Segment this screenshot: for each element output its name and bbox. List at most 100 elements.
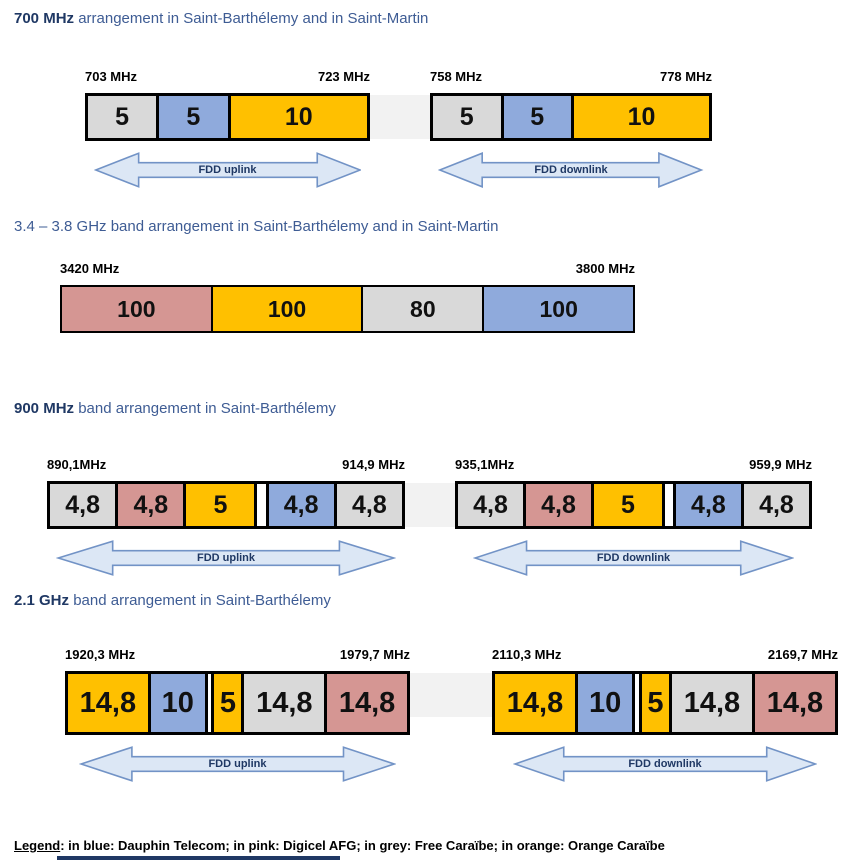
freq-labels: 3420 MHz 3800 MHz: [60, 261, 635, 279]
spectrum-block-orange: 5: [641, 674, 672, 732]
section-title-2100mhz: 2.1 GHz band arrangement in Saint-Barthé…: [14, 592, 850, 609]
fdd-arrow-label: FDD uplink: [196, 552, 256, 564]
section-2100mhz: 2.1 GHz band arrangement in Saint-Barthé…: [14, 592, 850, 783]
double-arrow-icon: [473, 539, 794, 577]
double-arrow-icon: [513, 745, 817, 783]
spectrum-block-pink: 14,8: [327, 674, 407, 732]
spectrum-block-grey: 4,8: [50, 484, 119, 526]
footer-navy-bar: [57, 856, 340, 860]
spectrum-block-grey: 4,8: [458, 484, 527, 526]
freq-labels: 703 MHz 723 MHz: [85, 69, 370, 87]
freq-labels: 890,1MHz 914,9 MHz: [47, 457, 405, 475]
legend-label: Legend: [14, 838, 61, 853]
spectrum-block-pink: 4,8: [526, 484, 595, 526]
freq-start-label: 703 MHz: [85, 69, 138, 84]
spectrum-block-grey: 4,8: [336, 484, 402, 526]
freq-end-label: 1979,7 MHz: [339, 647, 410, 662]
section-title-bold: 2.1 GHz: [14, 592, 70, 609]
spectrum-block-grey: 14,8: [244, 674, 328, 732]
spectrum-block-pink: 14,8: [754, 674, 835, 732]
freq-start-label: 758 MHz: [430, 69, 483, 84]
fdd-uplink-arrow: FDD uplink: [94, 151, 362, 189]
spectrum-block-grey: 14,8: [671, 674, 755, 732]
freq-labels: 758 MHz 778 MHz: [430, 69, 712, 87]
freq-start-label: 1920,3 MHz: [65, 647, 136, 662]
legend: Legend: in blue: Dauphin Telecom; in pin…: [14, 838, 665, 853]
fdd-downlink-arrow: FDD downlink: [438, 151, 703, 189]
section-title-rest: band arrangement in Saint-Barthélemy: [74, 400, 336, 417]
spectrum-block-orange: 5: [214, 674, 245, 732]
spectrum-block-orange: 5: [186, 484, 258, 526]
freq-labels: 2110,3 MHz 2169,7 MHz: [492, 647, 838, 665]
spectrum-block-orange: 10: [230, 96, 367, 138]
spectrum-block-grey: 5: [433, 96, 504, 138]
fdd-arrow-label: FDD uplink: [198, 164, 257, 176]
spectrum-block-orange: 100: [212, 287, 364, 331]
freq-end-label: 778 MHz: [659, 69, 712, 84]
band-gap-connector: [405, 483, 455, 527]
section-700mhz: 700 MHz arrangement in Saint-Barthélemy …: [14, 10, 850, 189]
section-title-rest: band arrangement in Saint-Barthélemy: [69, 592, 331, 609]
section-title-rest: 3.4 – 3.8 GHz band arrangement in Saint-…: [14, 218, 499, 235]
freq-start-label: 890,1MHz: [47, 457, 107, 472]
section-title-3400mhz: 3.4 – 3.8 GHz band arrangement in Saint-…: [14, 218, 850, 235]
fdd-downlink-arrow: FDD downlink: [513, 745, 817, 783]
double-arrow-icon: [438, 151, 703, 189]
fdd-arrow-label: FDD uplink: [208, 758, 267, 770]
spectrum-block-gap: [664, 484, 676, 526]
double-arrow-icon: [94, 151, 362, 189]
fdd-uplink-arrow: FDD uplink: [56, 539, 396, 577]
spectrum-block-orange: 5: [594, 484, 665, 526]
section-title-bold: 900 MHz: [14, 400, 75, 417]
spectrum-block-orange: 10: [574, 96, 709, 138]
double-arrow-icon: [56, 539, 396, 577]
freq-end-label: 914,9 MHz: [342, 457, 405, 472]
spectrum-block-blue: 4,8: [268, 484, 337, 526]
fdd-arrow-label: FDD downlink: [596, 552, 671, 564]
spectrum-block-gap: [635, 674, 642, 732]
spectrum-block-blue: 10: [578, 674, 636, 732]
spectrum-block-grey: 5: [88, 96, 160, 138]
spectrum-block-gap: [207, 674, 215, 732]
spectrum-block-blue: 10: [150, 674, 208, 732]
spectrum-block-orange: 14,8: [68, 674, 151, 732]
freq-labels: 935,1MHz 959,9 MHz: [455, 457, 812, 475]
freq-end-label: 959,9 MHz: [749, 457, 812, 472]
freq-start-label: 3420 MHz: [60, 261, 120, 276]
section-title-rest: arrangement in Saint-Barthélemy and in S…: [74, 10, 429, 27]
spectrum-block-blue: 100: [484, 287, 634, 331]
freq-end-label: 723 MHz: [317, 69, 370, 84]
spectrum-block-orange: 14,8: [495, 674, 579, 732]
section-title-bold: 700 MHz: [14, 10, 75, 27]
spectrum-block-blue: 5: [159, 96, 231, 138]
freq-end-label: 3800 MHz: [575, 261, 635, 276]
section-3400mhz: 3.4 – 3.8 GHz band arrangement in Saint-…: [14, 218, 850, 333]
fdd-arrow-label: FDD downlink: [628, 758, 702, 770]
spectrum-block-grey: 4,8: [743, 484, 809, 526]
fdd-downlink-arrow: FDD downlink: [473, 539, 794, 577]
section-title-900mhz: 900 MHz band arrangement in Saint-Barthé…: [14, 400, 850, 417]
section-900mhz: 900 MHz band arrangement in Saint-Barthé…: [14, 400, 850, 577]
fdd-arrow-label: FDD downlink: [534, 164, 608, 176]
band-gap-connector: [370, 95, 430, 139]
band-gap-connector: [410, 673, 492, 717]
double-arrow-icon: [79, 745, 396, 783]
spectrum-block-pink: 4,8: [118, 484, 187, 526]
freq-labels: 1920,3 MHz 1979,7 MHz: [65, 647, 410, 665]
spectrum-block-blue: 5: [503, 96, 574, 138]
fdd-uplink-arrow: FDD uplink: [79, 745, 396, 783]
freq-start-label: 2110,3 MHz: [492, 647, 562, 662]
section-title-700mhz: 700 MHz arrangement in Saint-Barthélemy …: [14, 10, 850, 27]
spectrum-block-grey: 80: [363, 287, 485, 331]
legend-text: : in blue: Dauphin Telecom; in pink: Dig…: [60, 838, 665, 853]
spectrum-block-blue: 4,8: [675, 484, 744, 526]
freq-start-label: 935,1MHz: [455, 457, 515, 472]
spectrum-block-pink: 100: [62, 287, 213, 331]
